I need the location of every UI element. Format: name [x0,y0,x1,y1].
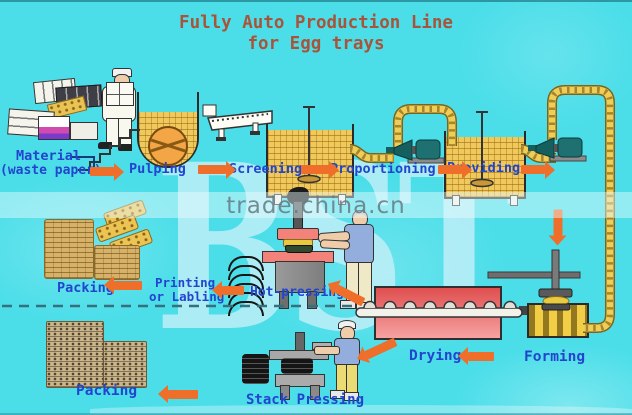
bottom-edge-line [0,413,632,415]
press-table-leg [280,385,290,400]
label-hot-pressing: Hot-pressing [250,285,344,300]
pulp-pump [528,137,587,162]
pressed-tray-mold [285,245,313,253]
packed-tray-cube [103,341,147,388]
flow-arrow-pulping-screening [198,160,236,179]
flow-arrow-material-pulping [90,162,124,181]
pulp-pump [386,139,445,164]
tank-foot [510,195,518,206]
worker-shoe [118,144,132,151]
label-proportioning: Proportioning [330,161,436,177]
page-title-line2: for Egg trays [247,34,385,54]
label-packing-mid: Packing [57,280,114,296]
label-pulping: Pulping [129,161,186,177]
providing-agitator [470,111,494,188]
label-material: Material [16,148,82,164]
worker-shoe [98,142,112,149]
worker-stack-press [312,320,366,404]
label-printing: Printing [155,275,216,290]
page-title-line1: Fully Auto Production Line [179,13,453,33]
pressed-tray-stack [242,354,269,384]
press-table [275,374,325,387]
flow-arrow-proportioning-providing [438,160,472,179]
top-edge-line [0,0,632,2]
press-smoke [287,187,309,205]
tank-foot [338,194,346,205]
label-printing-sub: or Labling [149,289,225,304]
label-drying: Drying [409,348,462,364]
hot-press-machine [222,180,342,316]
worker-shoe [340,300,356,309]
pulping-tank [137,92,199,168]
forming-press [487,249,581,311]
stack-press-machine [265,330,335,400]
paper-crate [38,116,70,140]
paper-box [70,122,98,140]
tank-foot [274,194,282,205]
flow-arrow-providing-right [521,160,555,179]
worker-arm [314,346,340,355]
flow-arrow-printing-packing [114,281,142,290]
press-table-leg [279,291,289,309]
flow-arrow-hotpressing-printing [222,286,244,295]
stairs [78,129,140,171]
tank-foot [452,195,460,206]
flow-arrow-screening-proportioning [301,160,339,179]
flow-arrow-stackpressing-packing [168,390,198,399]
label-material-sub: (waste paper) [0,163,102,178]
label-screening: Screening [229,161,303,177]
worker-carrying-paper [98,66,142,152]
packed-tray-stack [94,245,140,280]
waste-paper-pile [4,76,106,148]
press-table-leg [310,385,320,400]
forming-tank-valve [519,306,527,315]
pressed-tray-stack [281,358,313,374]
worker-shoe [344,392,359,401]
dryer-conveyor [355,300,523,318]
watermark-band [0,192,632,218]
packed-tray-stack [44,219,94,279]
label-packing-bottom: Packing [76,383,138,399]
site-watermark: trade.china.cn [226,193,406,219]
press-table-body [275,261,325,293]
background-wave [90,405,632,414]
carried-boxes [106,82,134,106]
press-table-leg [307,291,317,309]
material-label-connector [70,156,95,168]
packed-tray-cube [46,321,104,388]
pulper-rotor [148,126,188,166]
screening-machine [202,104,273,141]
label-stack-pressing: Stack Pressing [246,392,365,408]
flow-arrow-forming-drying [468,352,494,361]
label-forming: Forming [524,349,586,365]
